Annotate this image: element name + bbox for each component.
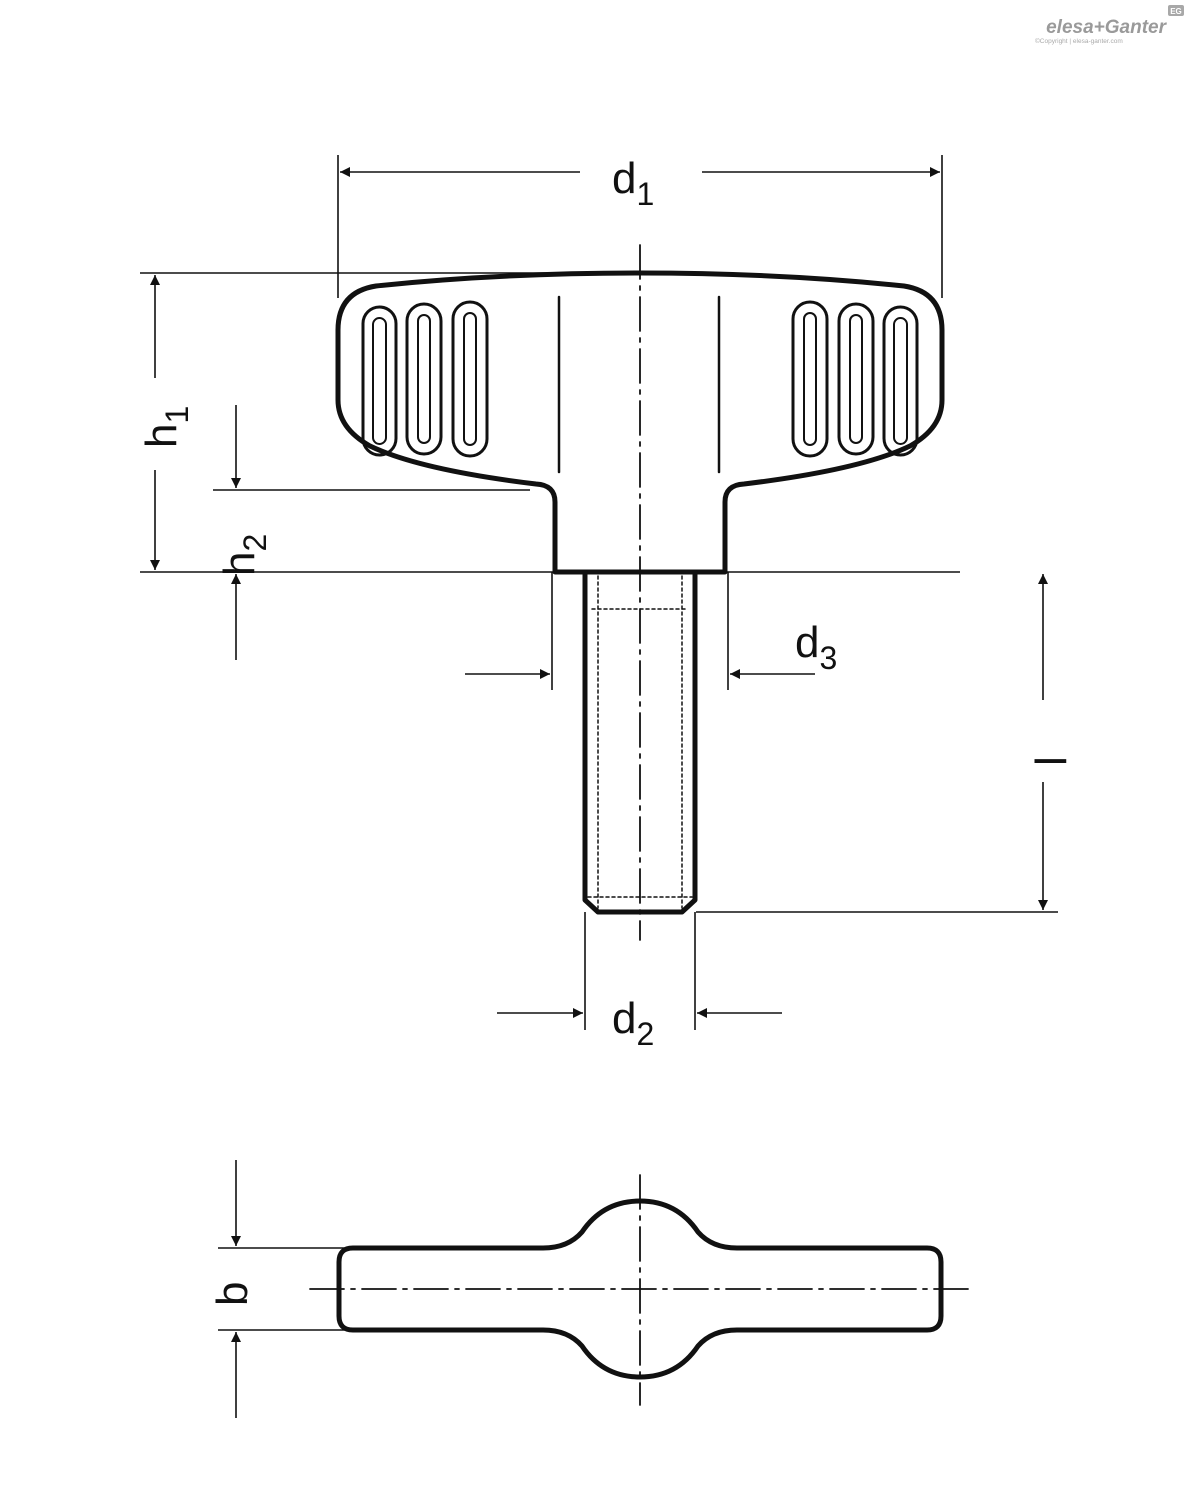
grip-slot (451, 300, 489, 458)
top-view (309, 1174, 971, 1406)
dimension-lines-top (218, 1160, 345, 1418)
grip-slot (361, 305, 398, 457)
grip-slot (803, 312, 817, 446)
dimension-label-h1: h1 (137, 406, 195, 448)
logo-badge (1168, 5, 1184, 16)
dimension-label-d2: d2 (612, 994, 654, 1052)
grip-slot (893, 317, 908, 445)
logo-wordmark: elesa+Ganter (1046, 17, 1167, 38)
brand-logo: elesa+Ganter EG ©Copyright | elesa-gante… (1035, 5, 1184, 45)
dimension-label-b: b (208, 1282, 257, 1306)
grip-slot (882, 305, 919, 457)
grip-slot (791, 300, 829, 458)
dimension-label-d1: d1 (612, 154, 654, 212)
grip-slot (405, 302, 443, 456)
front-view (335, 244, 945, 941)
dimension-label-l: l (1027, 756, 1076, 766)
grip-slot (372, 317, 387, 445)
grip-slot (463, 312, 477, 446)
grip-slot (837, 302, 875, 456)
grip-slot (417, 314, 431, 444)
dimension-label-h2: h2 (215, 534, 273, 576)
logo-copyright: ©Copyright | elesa-ganter.com (1035, 37, 1123, 45)
grip-slot (849, 314, 863, 444)
logo-badge-text: EG (1170, 7, 1182, 16)
dimension-label-d3: d3 (795, 618, 837, 676)
dimension-lines (140, 155, 1058, 1030)
